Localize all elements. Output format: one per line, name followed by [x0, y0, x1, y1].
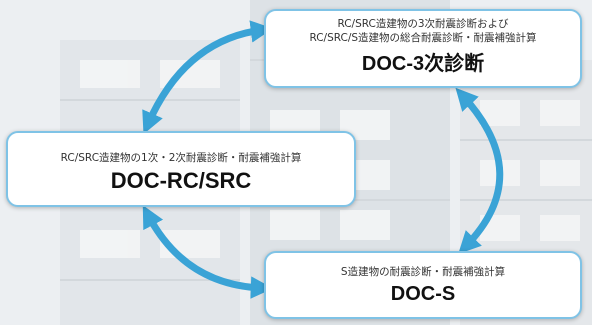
doc-3ji-box[interactable]: RC/SRC造建物の3次耐震診断および RC/SRC/S造建物の総合耐震診断・耐…: [264, 9, 582, 88]
doc-rc-src-box[interactable]: RC/SRC造建物の1次・2次耐震診断・耐震補強計算 DOC-RC/SRC: [6, 131, 356, 207]
doc-s-description: S造建物の耐震診断・耐震補強計算: [340, 266, 506, 278]
doc-3ji-description-line2: RC/SRC/S造建物の総合耐震診断・耐震補強計算: [309, 32, 537, 44]
arrow-rc-to-s: [142, 205, 274, 299]
doc-3ji-description-line1: RC/SRC造建物の3次耐震診断および: [337, 18, 509, 30]
doc-rc-src-title: DOC-RC/SRC: [110, 168, 252, 193]
doc-3ji-title: DOC-3次診断: [361, 53, 485, 75]
doc-rc-src-description: RC/SRC造建物の1次・2次耐震診断・耐震補強計算: [60, 152, 302, 164]
doc-s-box[interactable]: S造建物の耐震診断・耐震補強計算 DOC-S: [264, 251, 582, 319]
arrow-3ji-to-s: [455, 87, 504, 255]
doc-s-title: DOC-S: [390, 283, 456, 305]
arrow-rc-to-3ji: [142, 20, 274, 135]
